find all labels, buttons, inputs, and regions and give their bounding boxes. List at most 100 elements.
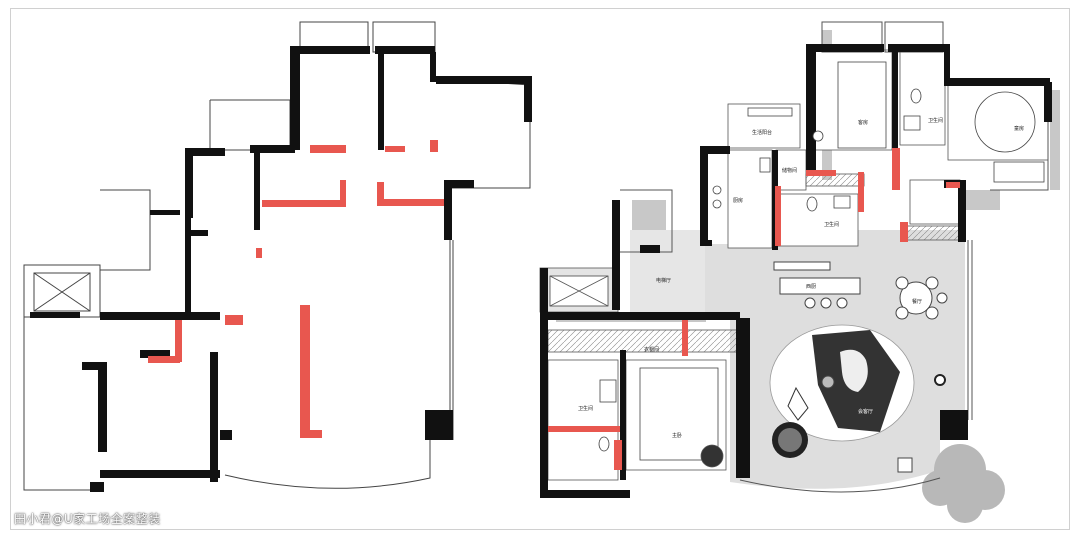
wall — [946, 78, 1050, 86]
bar-stool — [804, 297, 816, 309]
dining-chair — [895, 306, 909, 320]
label-kitchen: 厨房 — [733, 197, 743, 204]
wall — [444, 180, 474, 188]
new-wall — [385, 146, 405, 152]
toilet-icon — [598, 436, 610, 452]
dining-chair — [895, 276, 909, 290]
wall — [100, 312, 190, 320]
wall — [524, 82, 532, 122]
wall — [540, 268, 548, 498]
label-bath-top: 卫生间 — [928, 117, 943, 124]
stove-icon — [712, 199, 722, 209]
plant-cluster-inner — [778, 428, 802, 452]
dining-table — [899, 281, 933, 315]
wall — [700, 240, 712, 246]
new-wall — [262, 200, 346, 207]
new-wall — [340, 180, 346, 206]
new-wall — [225, 315, 243, 325]
label-bedroom-top: 客房 — [858, 119, 868, 126]
wall — [620, 350, 626, 480]
new-wall — [892, 148, 900, 190]
stove-icon — [712, 185, 722, 195]
master-bath-floor — [547, 359, 619, 481]
dining-chair — [936, 292, 948, 304]
left-room-outline — [23, 317, 100, 491]
wall — [140, 350, 170, 358]
island-counter — [779, 277, 861, 295]
toilet-icon — [806, 196, 818, 212]
wall — [430, 52, 436, 82]
plan-after-rooms — [539, 49, 1049, 481]
sink-icon — [599, 379, 617, 403]
wall — [700, 146, 730, 154]
dining-chair — [925, 306, 939, 320]
wall — [30, 312, 80, 318]
label-island: 西厨 — [806, 284, 816, 290]
wall — [540, 490, 630, 498]
column — [425, 410, 453, 440]
new-wall — [148, 356, 180, 363]
wall — [180, 312, 220, 320]
wall — [640, 245, 660, 253]
wall — [290, 46, 370, 54]
plan-before-walls — [30, 46, 532, 492]
bar-stool — [836, 297, 848, 309]
plan-before-new-walls — [148, 140, 444, 438]
new-wall — [946, 182, 960, 188]
column — [220, 430, 232, 440]
right-balcony-outline — [429, 77, 531, 189]
plan-after-walls — [540, 44, 1052, 498]
new-wall — [310, 145, 346, 153]
plan-after-fixtures — [598, 88, 922, 452]
laundry-counter — [747, 107, 793, 117]
label-walk-in-closet: 衣帽间 — [644, 346, 659, 353]
new-wall — [430, 140, 438, 152]
new-wall — [775, 186, 781, 246]
toilet-icon — [910, 88, 922, 104]
new-wall — [548, 426, 620, 432]
island-top — [773, 261, 831, 271]
wall — [254, 150, 260, 230]
terrace-box — [33, 272, 91, 312]
new-wall — [300, 305, 310, 435]
wall — [612, 200, 620, 310]
wall — [888, 44, 946, 52]
plan-after-labels: 客房 卫生间 童房 生活阳台 厨房 储物间 卫生间 电梯厅 西厨 餐厅 衣帽间 … — [578, 117, 1024, 439]
kids-round-bed — [974, 91, 1036, 153]
sink-icon — [903, 115, 921, 131]
new-wall — [256, 248, 262, 258]
plan-after-new-walls — [548, 148, 960, 470]
label-bath-mid: 卫生间 — [824, 221, 839, 228]
new-wall — [377, 199, 444, 206]
label-elevator-hall: 电梯厅 — [656, 277, 671, 284]
wall — [90, 482, 104, 492]
sink-icon — [833, 195, 851, 209]
top-bathroom-floor — [899, 49, 946, 146]
dining-chair — [925, 276, 939, 290]
label-master-bedroom: 主卧 — [672, 432, 682, 439]
living-balcony-curve — [739, 477, 941, 493]
wall — [210, 352, 218, 482]
wall — [375, 46, 435, 54]
wall-shadow — [960, 190, 1000, 210]
washer-icon — [812, 130, 824, 142]
wall-shadow — [1050, 90, 1060, 190]
bottom-balcony-curve — [224, 440, 431, 489]
label-kids-room: 童房 — [1014, 125, 1024, 132]
wall — [186, 230, 208, 236]
new-wall — [300, 430, 322, 438]
wall — [150, 210, 180, 215]
column — [940, 410, 968, 440]
wall — [290, 46, 300, 150]
side-table — [897, 457, 913, 473]
wall — [185, 148, 193, 218]
label-master-bath: 卫生间 — [578, 405, 593, 412]
terrace-cross-2 — [33, 272, 91, 312]
left-balcony-outline — [209, 99, 291, 151]
bar-stool — [820, 297, 832, 309]
storage-floor — [775, 149, 807, 191]
wall — [892, 50, 898, 150]
wall — [1044, 82, 1052, 122]
sculpture — [787, 386, 809, 421]
